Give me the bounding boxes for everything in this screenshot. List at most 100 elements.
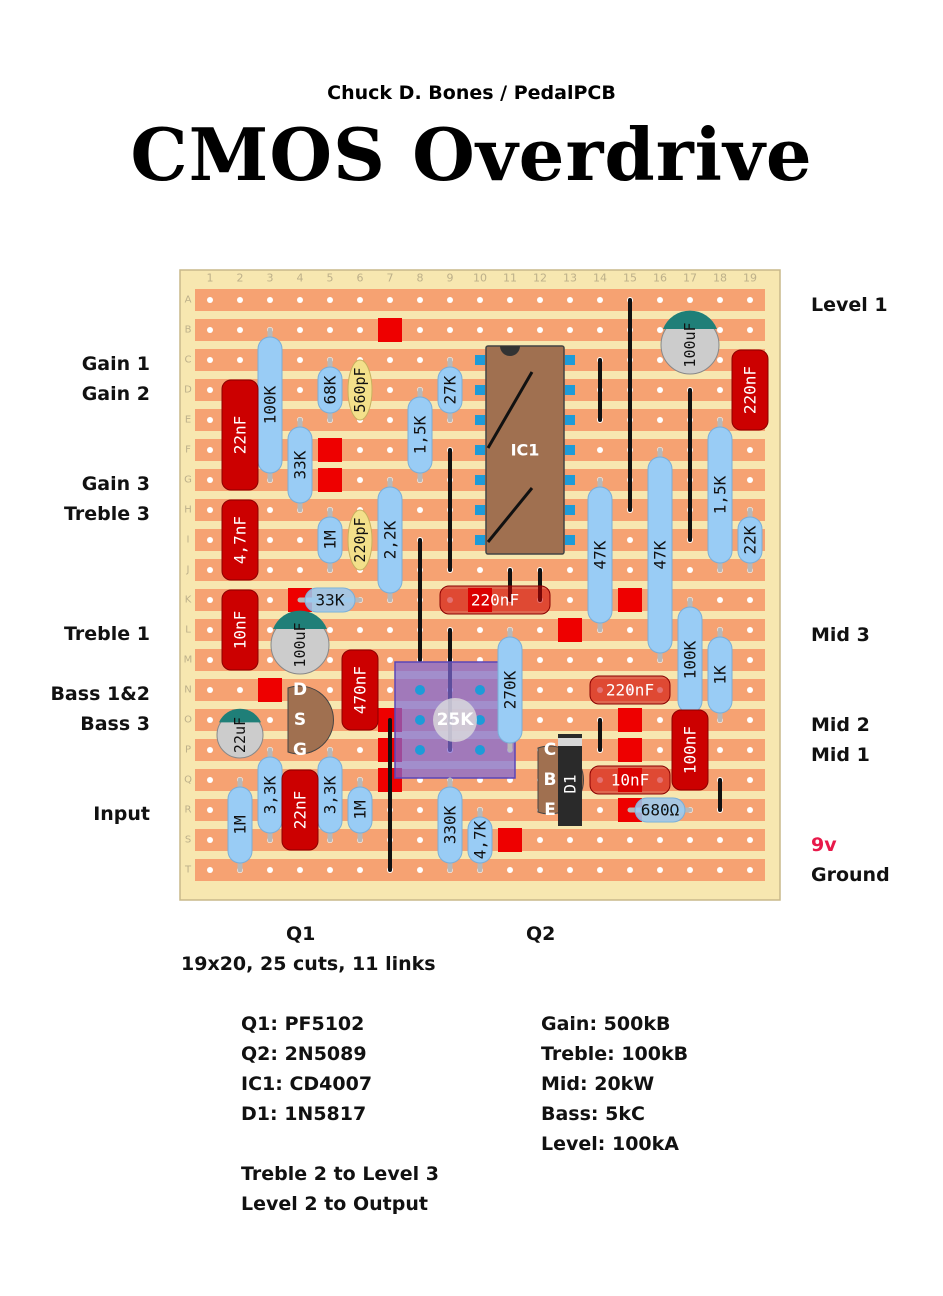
hole [747, 327, 753, 333]
row-letter: B [185, 325, 192, 336]
row-letter: E [185, 415, 191, 426]
hole [267, 507, 273, 513]
hole [297, 297, 303, 303]
hole [447, 297, 453, 303]
trimpot-pin [415, 745, 425, 755]
hole [327, 627, 333, 633]
film-capacitor [589, 765, 671, 795]
capacitor-value: 100uF [291, 622, 309, 667]
hole [717, 867, 723, 873]
resistor-value: 1M [321, 530, 340, 549]
hole [567, 837, 573, 843]
resistor-body [707, 636, 733, 714]
column-number: 7 [387, 272, 394, 285]
hole [327, 327, 333, 333]
column-number: 18 [713, 272, 727, 285]
trimpot-pin [415, 715, 425, 725]
column-number: 8 [417, 272, 424, 285]
hole [267, 597, 273, 603]
hole [537, 867, 543, 873]
trimpot-pin [415, 685, 425, 695]
hole [657, 717, 663, 723]
capacitor-value: 220nF [471, 591, 519, 610]
capacitor-value: 100nF [681, 726, 700, 774]
hole [387, 357, 393, 363]
hole [387, 447, 393, 453]
hole [267, 627, 273, 633]
hole [687, 837, 693, 843]
hole [447, 327, 453, 333]
hole [627, 567, 633, 573]
track-cut [618, 588, 642, 612]
hole [567, 687, 573, 693]
hole [747, 597, 753, 603]
hole [537, 657, 543, 663]
film-capacitor [281, 769, 319, 851]
resistor-body [317, 366, 343, 414]
trimpot-pin [475, 745, 485, 755]
film-capacitor [589, 675, 671, 705]
resistor-value: 100K [261, 385, 280, 424]
row-letter: F [185, 445, 191, 456]
diode-label: D1 [561, 774, 580, 793]
resistor-value: 2,2K [381, 520, 400, 559]
column-number: 6 [357, 272, 364, 285]
part-d1: D1: 1N5817 [241, 1103, 367, 1125]
row-letter: S [185, 835, 191, 846]
hole [417, 837, 423, 843]
hole [687, 297, 693, 303]
hole [597, 447, 603, 453]
column-number: 10 [473, 272, 487, 285]
hole [597, 807, 603, 813]
hole [627, 627, 633, 633]
hole [207, 867, 213, 873]
column-number: 12 [533, 272, 547, 285]
right-label: Mid 2 [811, 714, 870, 736]
byline: Chuck D. Bones / PedalPCB [327, 82, 616, 104]
hole [537, 297, 543, 303]
hole [207, 657, 213, 663]
ic-body [485, 345, 565, 555]
hole [567, 327, 573, 333]
resistor-value: 47K [591, 540, 610, 569]
left-label: Treble 3 [64, 503, 150, 525]
hole [297, 357, 303, 363]
hole [657, 837, 663, 843]
hole [267, 537, 273, 543]
hole [207, 687, 213, 693]
film-capacitor [221, 589, 259, 671]
left-label: Treble 1 [64, 623, 150, 645]
hole [207, 537, 213, 543]
resistor-value: 33K [291, 450, 310, 479]
hole [567, 597, 573, 603]
trimpot-dial [433, 698, 477, 742]
trimpot-pin [475, 685, 485, 695]
hole [747, 777, 753, 783]
row-letter: A [185, 295, 192, 306]
hole [537, 627, 543, 633]
left-label: Bass 1&2 [50, 683, 150, 705]
column-number: 19 [743, 272, 757, 285]
hole [297, 327, 303, 333]
transistor-pin-label: E [544, 800, 556, 820]
ic-notch [500, 346, 520, 356]
transistor-pin-label: D [293, 680, 307, 700]
hole [297, 567, 303, 573]
hole [387, 417, 393, 423]
pot-level: Level: 100kA [541, 1133, 679, 1155]
hole [717, 597, 723, 603]
ic-internal-link [486, 487, 534, 543]
hole [387, 657, 393, 663]
hole [387, 387, 393, 393]
row-letter: J [186, 565, 190, 576]
ic-pin-pad [565, 355, 575, 365]
hole [327, 867, 333, 873]
hole [567, 657, 573, 663]
hole [417, 807, 423, 813]
row-letter: D [184, 385, 192, 396]
ic-pin-pad [475, 505, 485, 515]
resistor-value: 1,5K [411, 415, 430, 454]
hole [207, 717, 213, 723]
hole [597, 867, 603, 873]
hole [747, 747, 753, 753]
